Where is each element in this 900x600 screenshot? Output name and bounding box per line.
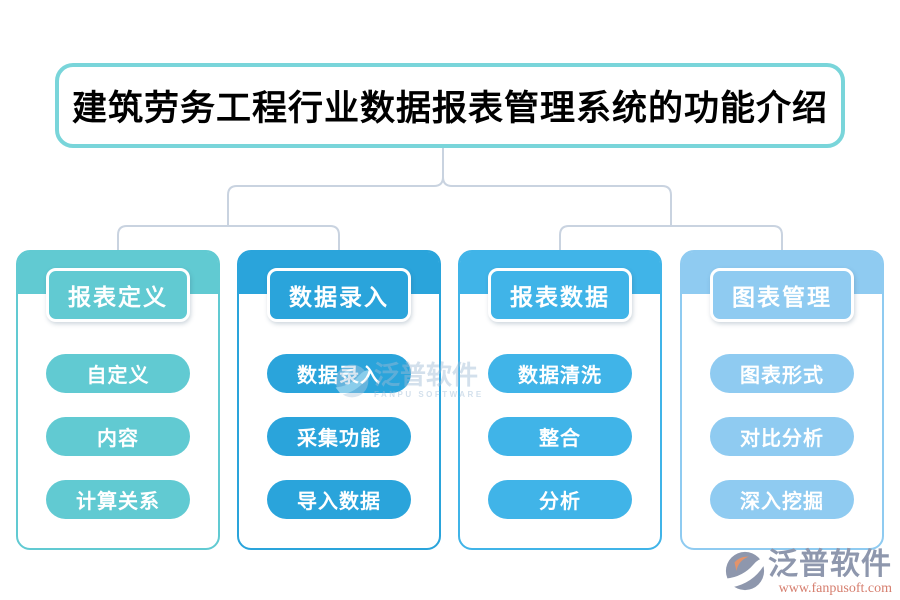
brand-logo-icon <box>725 551 766 591</box>
brand-url: www.fanpusoft.com <box>778 581 892 596</box>
feature-pill-data-entry: 导入数据 <box>267 480 411 519</box>
feature-pill-report-definition: 自定义 <box>46 354 190 393</box>
function-card-data-entry: 数据录入 数据录入采集功能导入数据 <box>237 250 441 550</box>
feature-pill-report-data: 分析 <box>488 480 632 519</box>
card-items: 图表形式对比分析深入挖掘 <box>682 354 882 519</box>
diagram-title-box: 建筑劳务工程行业数据报表管理系统的功能介绍 <box>55 63 845 148</box>
feature-pill-chart-management: 对比分析 <box>710 417 854 456</box>
function-card-report-data: 报表数据 数据清洗整合分析 <box>458 250 662 550</box>
connector-branch-left <box>117 225 340 250</box>
function-card-chart-management: 图表管理 图表形式对比分析深入挖掘 <box>680 250 884 550</box>
connector-root-left <box>227 148 444 226</box>
brand-logo: 泛普软件 www.fanpusoft.com <box>724 550 892 596</box>
feature-pill-chart-management: 图表形式 <box>710 354 854 393</box>
feature-pill-report-data: 整合 <box>488 417 632 456</box>
card-header-report-data: 报表数据 <box>488 268 632 322</box>
card-header-chart-management: 图表管理 <box>710 268 854 322</box>
brand-name: 泛普软件 <box>768 548 892 581</box>
connector-root-right <box>442 148 672 226</box>
diagram-title: 建筑劳务工程行业数据报表管理系统的功能介绍 <box>71 89 828 128</box>
feature-pill-report-definition: 计算关系 <box>46 480 190 519</box>
feature-pill-chart-management: 深入挖掘 <box>710 480 854 519</box>
card-items: 自定义内容计算关系 <box>18 354 218 519</box>
card-items: 数据录入采集功能导入数据 <box>239 354 439 519</box>
feature-pill-report-definition: 内容 <box>46 417 190 456</box>
feature-pill-report-data: 数据清洗 <box>488 354 632 393</box>
connector-branch-right <box>559 225 783 250</box>
card-items: 数据清洗整合分析 <box>460 354 660 519</box>
card-header-data-entry: 数据录入 <box>267 268 411 322</box>
card-header-report-definition: 报表定义 <box>46 268 190 322</box>
feature-pill-data-entry: 采集功能 <box>267 417 411 456</box>
feature-pill-data-entry: 数据录入 <box>267 354 411 393</box>
function-card-report-definition: 报表定义 自定义内容计算关系 <box>16 250 220 550</box>
